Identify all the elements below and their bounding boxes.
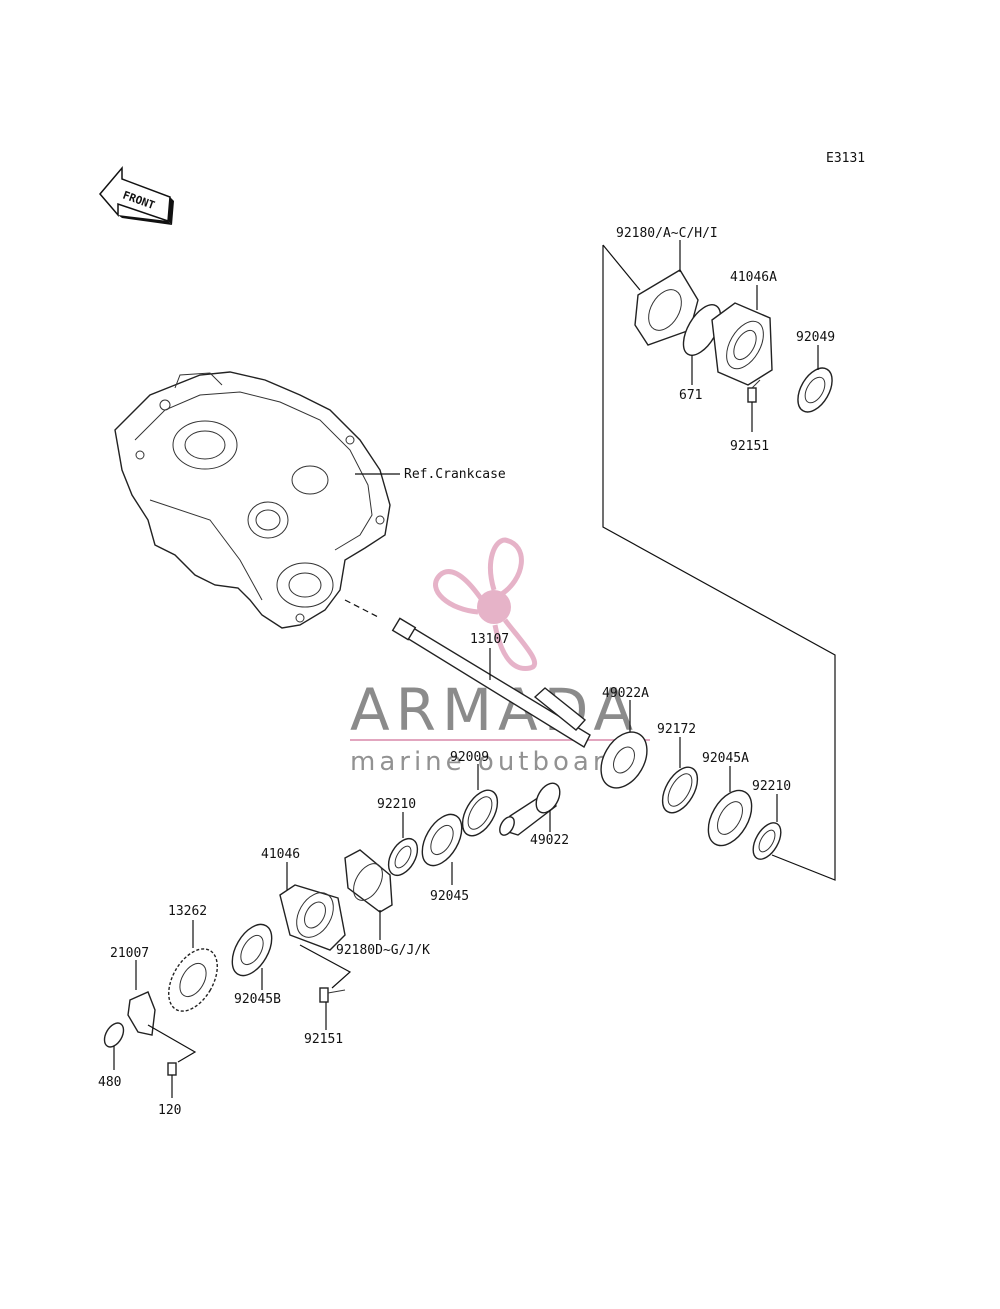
label-92180ach: 92180/A~C/H/I xyxy=(616,226,718,241)
bolt-120 xyxy=(167,1062,177,1076)
label-41046a: 41046A xyxy=(730,270,777,285)
label-92009: 92009 xyxy=(450,750,489,765)
seal-92210-mid xyxy=(387,837,419,877)
label-92049: 92049 xyxy=(796,330,835,345)
label-13262: 13262 xyxy=(168,904,207,919)
label-49022a: 49022A xyxy=(602,686,649,701)
ring-92009 xyxy=(461,789,499,837)
bearing-92045 xyxy=(421,813,463,867)
bearing-92045b xyxy=(231,923,273,977)
shaft-13107 xyxy=(391,617,591,748)
label-92045: 92045 xyxy=(430,889,469,904)
housing-41046 xyxy=(279,884,346,951)
label-92151-top: 92151 xyxy=(730,439,769,454)
label-13107: 13107 xyxy=(470,632,509,647)
ring-92172 xyxy=(661,766,699,814)
label-41046: 41046 xyxy=(261,847,300,862)
plate-21007 xyxy=(127,991,156,1036)
front-arrow-icon: FRONT xyxy=(99,165,174,225)
ref-crankcase-label: Ref.Crankcase xyxy=(404,467,506,482)
label-21007: 21007 xyxy=(110,946,149,961)
gasket-92180dgk xyxy=(344,849,393,913)
crankcase-housing xyxy=(114,371,391,629)
label-92180dgk: 92180D~G/J/K xyxy=(336,943,430,958)
label-49022: 49022 xyxy=(530,833,569,848)
label-671: 671 xyxy=(679,388,702,403)
bolt-92151-bottom xyxy=(319,987,346,1003)
gear-shaft-49022 xyxy=(499,782,561,836)
seal-92049 xyxy=(797,367,833,413)
gear-49022a xyxy=(600,731,648,789)
label-92172: 92172 xyxy=(657,722,696,737)
label-92210-right: 92210 xyxy=(752,779,791,794)
watermark-tagline: marine outboards xyxy=(350,747,645,777)
label-120: 120 xyxy=(158,1103,181,1118)
bearing-92045a xyxy=(707,789,753,847)
armada-logo xyxy=(433,537,538,671)
gear-13262 xyxy=(168,948,218,1012)
label-92151-bottom: 92151 xyxy=(304,1032,343,1047)
diagram-code: E3131 xyxy=(826,151,865,166)
housing-41046a xyxy=(711,302,773,386)
label-92045b: 92045B xyxy=(234,992,281,1007)
circlip-480 xyxy=(103,1022,125,1048)
label-480: 480 xyxy=(98,1075,121,1090)
label-92210-mid: 92210 xyxy=(377,797,416,812)
label-92045a: 92045A xyxy=(702,751,749,766)
seal-92210-right xyxy=(752,822,782,860)
group-bracket xyxy=(602,245,836,881)
